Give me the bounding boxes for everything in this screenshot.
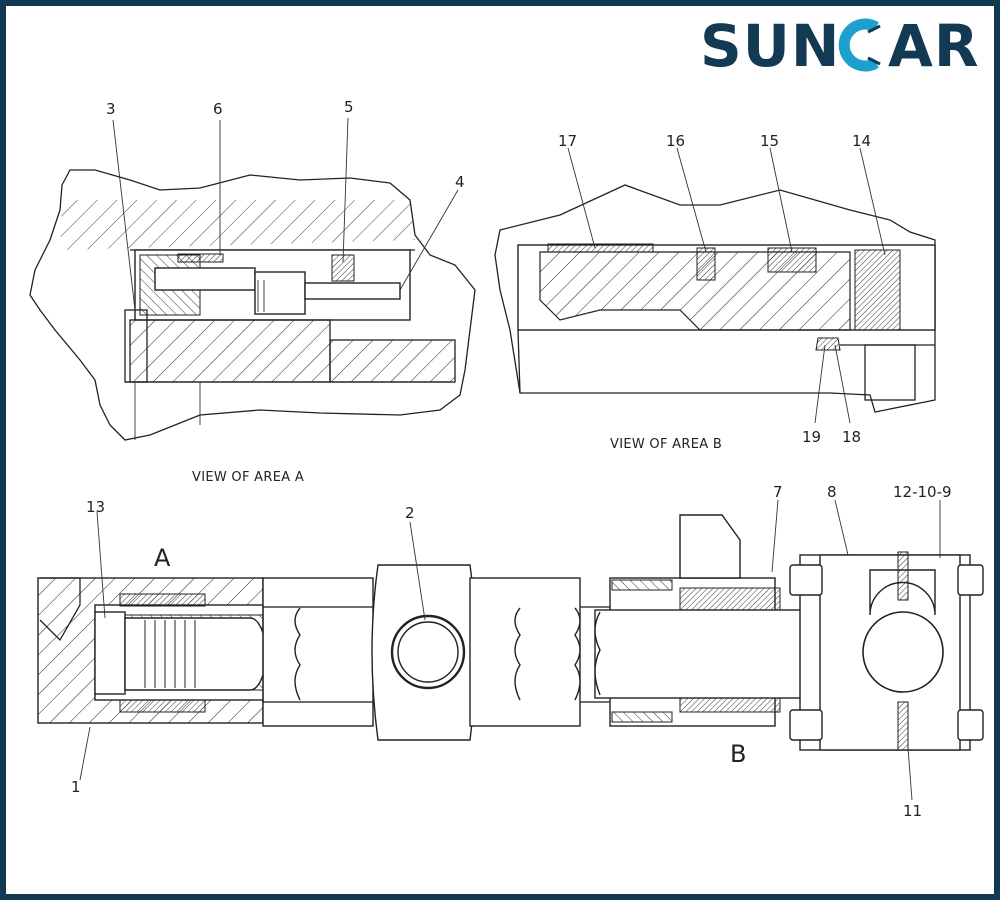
callout-6: 6 bbox=[213, 100, 223, 118]
area-marker-a: A bbox=[154, 544, 171, 572]
callout-13: 13 bbox=[86, 498, 105, 516]
callout-4: 4 bbox=[455, 173, 465, 191]
logo-text-right: AR bbox=[888, 12, 980, 80]
callout-19: 19 bbox=[802, 428, 821, 446]
callout-16: 16 bbox=[666, 132, 685, 150]
logo-text-left: SUN bbox=[700, 12, 840, 80]
area-marker-b: B bbox=[730, 740, 746, 768]
cylinder-assembly bbox=[37, 514, 984, 751]
callout-11: 11 bbox=[903, 802, 922, 820]
callout-12-10-9: 12-10-9 bbox=[893, 483, 952, 501]
caption-area-b: VIEW OF AREA B bbox=[610, 437, 722, 452]
view-area-b bbox=[494, 184, 936, 413]
callout-18: 18 bbox=[842, 428, 861, 446]
callout-8: 8 bbox=[827, 483, 837, 501]
callout-5: 5 bbox=[344, 98, 354, 116]
callout-14: 14 bbox=[852, 132, 871, 150]
callout-3: 3 bbox=[106, 100, 116, 118]
callout-17: 17 bbox=[558, 132, 577, 150]
view-area-a bbox=[29, 169, 476, 441]
callout-7: 7 bbox=[773, 483, 783, 501]
leader-lines bbox=[79, 117, 941, 801]
callout-labels: 3 6 5 4 17 16 15 14 19 18 13 2 7 8 12-10… bbox=[71, 98, 952, 820]
callout-2: 2 bbox=[405, 504, 415, 522]
callout-15: 15 bbox=[760, 132, 779, 150]
suncar-logo: SUN AR bbox=[700, 12, 980, 80]
logo-c-glyph bbox=[838, 18, 881, 72]
caption-area-a: VIEW OF AREA A bbox=[192, 470, 304, 485]
callout-1: 1 bbox=[71, 778, 81, 796]
